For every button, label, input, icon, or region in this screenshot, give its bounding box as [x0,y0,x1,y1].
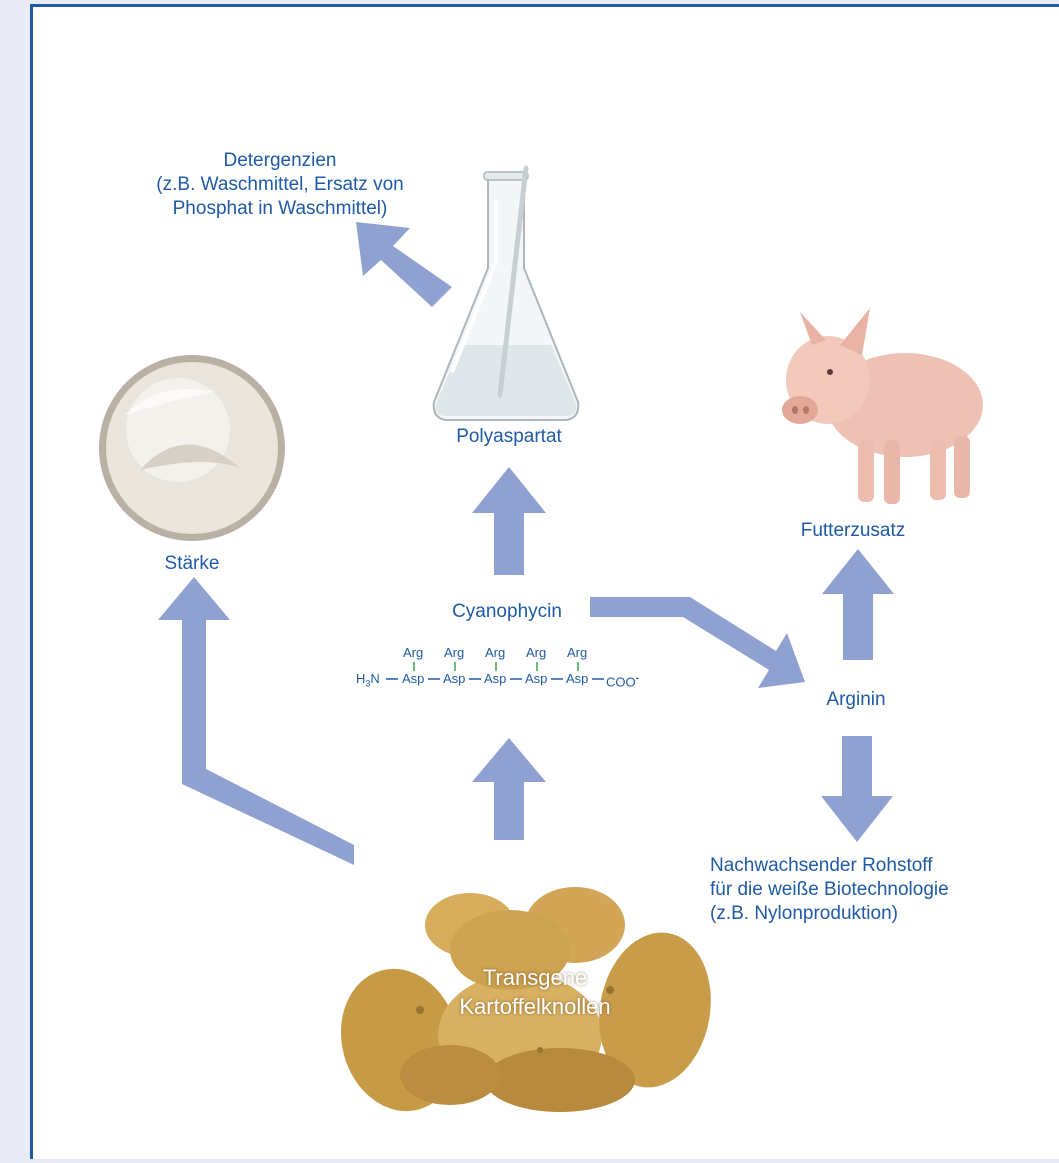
raw-material-title: Nachwachsender Rohstoff [710,854,949,878]
formula-sidechain-arg: Arg [403,645,423,661]
raw-material-line2: für die weiße Biotechnologie [710,878,949,902]
starch-label: Stärke [165,552,220,576]
formula-residue-asp: Asp [484,671,506,687]
detergents-line3: Phosphat in Waschmittel) [156,197,403,221]
raw-material-line3: (z.B. Nylonproduktion) [710,902,949,926]
arrow-potato-to-starch [158,577,354,865]
formula-c-terminus: COO- [606,671,639,690]
detergents-line2: (z.B. Waschmittel, Ersatz von [156,173,403,197]
raw-material-label: Nachwachsender Rohstoff für die weiße Bi… [710,854,949,926]
polyaspartate-label: Polyaspartat [456,425,562,449]
potato-label-line2: Kartoffelknollen [459,992,610,1021]
arginine-label: Arginin [826,688,885,712]
arrow-cyanophycin-to-polyaspartate [472,467,546,575]
formula-residue-asp: Asp [443,671,465,687]
detergents-label: Detergenzien (z.B. Waschmittel, Ersatz v… [156,149,403,221]
arrow-arginine-to-feed [822,549,894,660]
formula-charge: - [636,673,639,684]
potato-label-line1: Transgene [459,963,610,992]
formula-sidechain-arg: Arg [485,645,505,661]
formula-sidechain-arg: Arg [567,645,587,661]
arrow-arginine-to-rawmaterial [821,736,893,842]
formula-sidechain-arg: Arg [526,645,546,661]
erlenmeyer-flask-image [434,168,579,420]
feed-additive-label: Futterzusatz [801,519,906,543]
pig-image [782,308,983,504]
cyanophycin-label: Cyanophycin [452,600,562,624]
formula-n-terminus: H3N [356,671,380,692]
arrow-potato-to-cyanophycin [472,738,546,840]
formula-residue-asp: Asp [402,671,424,687]
formula-residue-asp: Asp [525,671,547,687]
detergents-title: Detergenzien [156,149,403,173]
flour-bowl-image [99,355,285,541]
potato-label: Transgene Kartoffelknollen [459,963,610,1021]
formula-sidechain-arg: Arg [444,645,464,661]
formula-residue-asp: Asp [566,671,588,687]
arrow-flask-to-detergents [356,222,452,307]
